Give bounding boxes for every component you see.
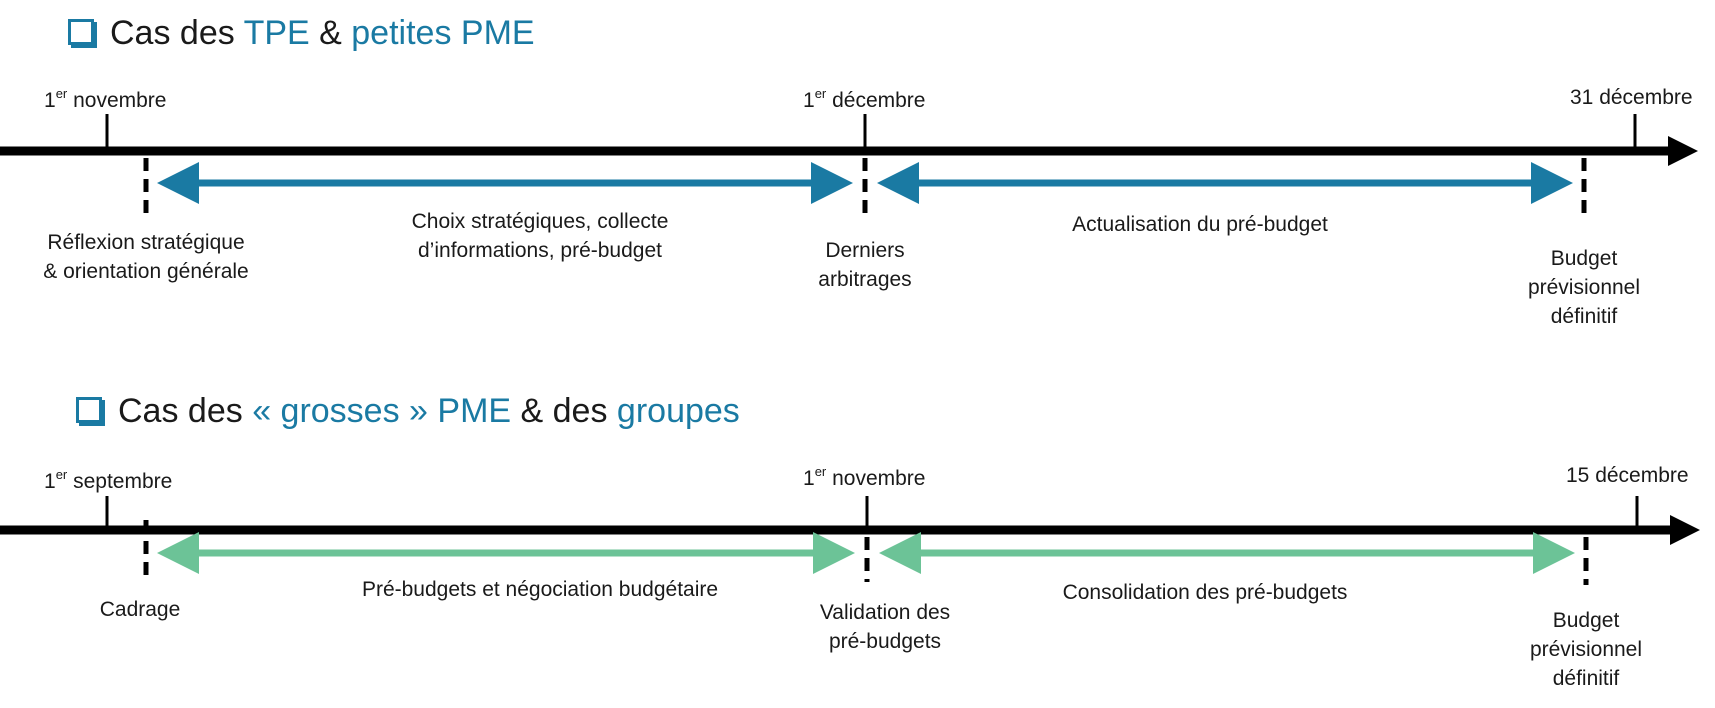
checkbox-square-icon — [76, 397, 102, 423]
date-start: 1er septembre — [44, 467, 173, 493]
label-phase1: Pré-budgets et négociation budgétaire — [361, 578, 719, 601]
axis-arrow-head — [1670, 515, 1700, 545]
timeline-graphic — [0, 114, 1698, 218]
timeline-section-small: Cas des TPE & petites PME 1er novembre 1… — [0, 0, 1715, 340]
date-start: 1er novembre — [44, 86, 167, 112]
section-heading: Cas des TPE & petites PME — [68, 14, 535, 53]
date-mid: 1er décembre — [803, 86, 926, 112]
timeline-section-large: Cas des « grosses » PME & des groupes 1e… — [0, 380, 1715, 708]
axis-arrow-head — [1668, 136, 1698, 166]
label-phase2: Actualisation du pré-budget — [1072, 213, 1328, 236]
label-start: Cadrage — [99, 598, 181, 621]
timeline-graphic — [0, 496, 1700, 585]
date-end: 31 décembre — [1570, 86, 1693, 109]
date-mid: 1er novembre — [803, 464, 926, 490]
section-heading: Cas des « grosses » PME & des groupes — [76, 392, 740, 431]
label-start: Réflexion stratégique& orientation génér… — [43, 231, 249, 283]
checkbox-square-icon — [68, 19, 94, 45]
date-end: 15 décembre — [1566, 464, 1689, 487]
label-phase2: Consolidation des pré-budgets — [1062, 581, 1348, 604]
